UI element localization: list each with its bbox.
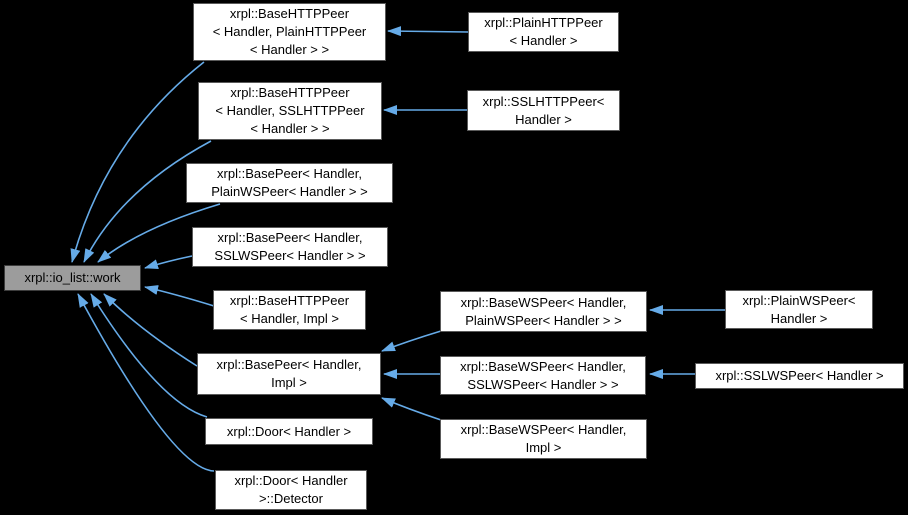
class-node-label: xrpl::io_list::work [24,270,121,285]
edge-base-peer-impl-to-io-list-work [103,293,198,367]
class-node-label: < Handler, SSLHTTPPeer [215,103,365,118]
class-node-label: xrpl::Door< Handler [234,473,348,488]
class-node-base-http-peer-plain-http-peer[interactable]: xrpl::BaseHTTPPeer< Handler, PlainHTTPPe… [193,3,386,61]
class-node-door-detector[interactable]: xrpl::Door< Handler>::Detector [215,470,367,510]
edge-base-ws-peer-impl-to-base-peer-impl [381,397,442,421]
class-node-label: Impl > [271,375,307,390]
class-node-label: xrpl::SSLWSPeer< Handler > [715,368,884,383]
class-node-base-ws-peer-ssl-ws-peer[interactable]: xrpl::BaseWSPeer< Handler,SSLWSPeer< Han… [440,356,646,395]
class-node-label: xrpl::BaseWSPeer< Handler, [460,422,627,437]
class-node-label: SSLWSPeer< Handler > > [467,376,619,392]
class-node-label: Handler > [770,310,828,326]
class-node-io-list-work: xrpl::io_list::work [4,265,141,291]
class-node-base-ws-peer-plain-ws-peer[interactable]: xrpl::BaseWSPeer< Handler,PlainWSPeer< H… [440,291,647,332]
class-node-label: PlainWSPeer< Handler > > [211,184,368,199]
class-node-label: xrpl::PlainHTTPPeer [484,15,603,30]
class-node-label: PlainWSPeer< Handler > > [465,312,622,328]
class-node-label: >::Detector [259,491,323,506]
edge-base-peer-ssl-ws-peer-to-io-list-work [144,255,193,269]
class-node-base-http-peer-impl[interactable]: xrpl::BaseHTTPPeer< Handler, Impl > [213,290,366,330]
class-node-door[interactable]: xrpl::Door< Handler > [205,418,373,445]
class-node-label: xrpl::BasePeer< Handler, [216,357,362,372]
class-node-label: < Handler, Impl > [240,311,339,326]
class-node-label: xrpl::BaseHTTPPeer [229,293,350,308]
class-node-ssl-ws-peer[interactable]: xrpl::SSLWSPeer< Handler > [695,363,904,389]
class-node-label: < Handler > [509,33,578,48]
edge-base-http-peer-plain-http-peer-to-io-list-work [70,61,205,263]
class-node-plain-http-peer[interactable]: xrpl::PlainHTTPPeer< Handler > [468,12,619,52]
class-node-label: < Handler > > [250,121,330,136]
class-node-label: Impl > [525,440,562,455]
class-node-label: SSLWSPeer< Handler > > [214,248,366,263]
class-node-base-http-peer-ssl-http-peer[interactable]: xrpl::BaseHTTPPeer< Handler, SSLHTTPPeer… [198,82,382,140]
class-node-label: < Handler, PlainHTTPPeer [212,24,367,39]
class-node-base-peer-ssl-ws-peer[interactable]: xrpl::BasePeer< Handler,SSLWSPeer< Handl… [192,227,388,267]
edge-door-detector-to-io-list-work [77,293,215,472]
class-node-ssl-http-peer[interactable]: xrpl::SSLHTTPPeer<Handler > [467,90,620,131]
class-node-label: xrpl::BaseHTTPPeer [229,6,350,21]
edge-layer [70,26,725,472]
edge-base-http-peer-impl-to-io-list-work [144,285,215,307]
class-node-base-peer-impl[interactable]: xrpl::BasePeer< Handler,Impl > [197,353,381,395]
class-node-label: xrpl::SSLHTTPPeer< [482,93,605,109]
class-node-label: xrpl::BasePeer< Handler, [217,166,362,181]
class-node-label: xrpl::PlainWSPeer< [742,292,856,308]
class-node-label: xrpl::BaseHTTPPeer [230,85,350,100]
class-node-label: xrpl::BasePeer< Handler, [217,230,363,245]
edge-plain-http-peer-to-base-http-peer-plain-http-peer [387,26,469,37]
class-node-base-ws-peer-impl[interactable]: xrpl::BaseWSPeer< Handler,Impl > [440,419,647,459]
edge-base-peer-plain-ws-peer-to-io-list-work [97,203,221,263]
class-node-base-peer-plain-ws-peer[interactable]: xrpl::BasePeer< Handler,PlainWSPeer< Han… [186,163,393,203]
class-node-label: xrpl::BaseWSPeer< Handler, [460,358,626,374]
class-node-label: Handler > [515,111,572,127]
edge-base-ws-peer-plain-ws-peer-to-base-peer-impl [381,330,442,352]
class-node-label: xrpl::Door< Handler > [226,423,352,439]
class-node-label: < Handler > > [249,42,330,57]
edge-door-to-io-list-work [90,293,208,418]
edge-base-http-peer-ssl-http-peer-to-io-list-work [83,140,212,263]
class-node-plain-ws-peer[interactable]: xrpl::PlainWSPeer<Handler > [725,290,873,329]
class-node-label: xrpl::BaseWSPeer< Handler, [460,294,627,310]
